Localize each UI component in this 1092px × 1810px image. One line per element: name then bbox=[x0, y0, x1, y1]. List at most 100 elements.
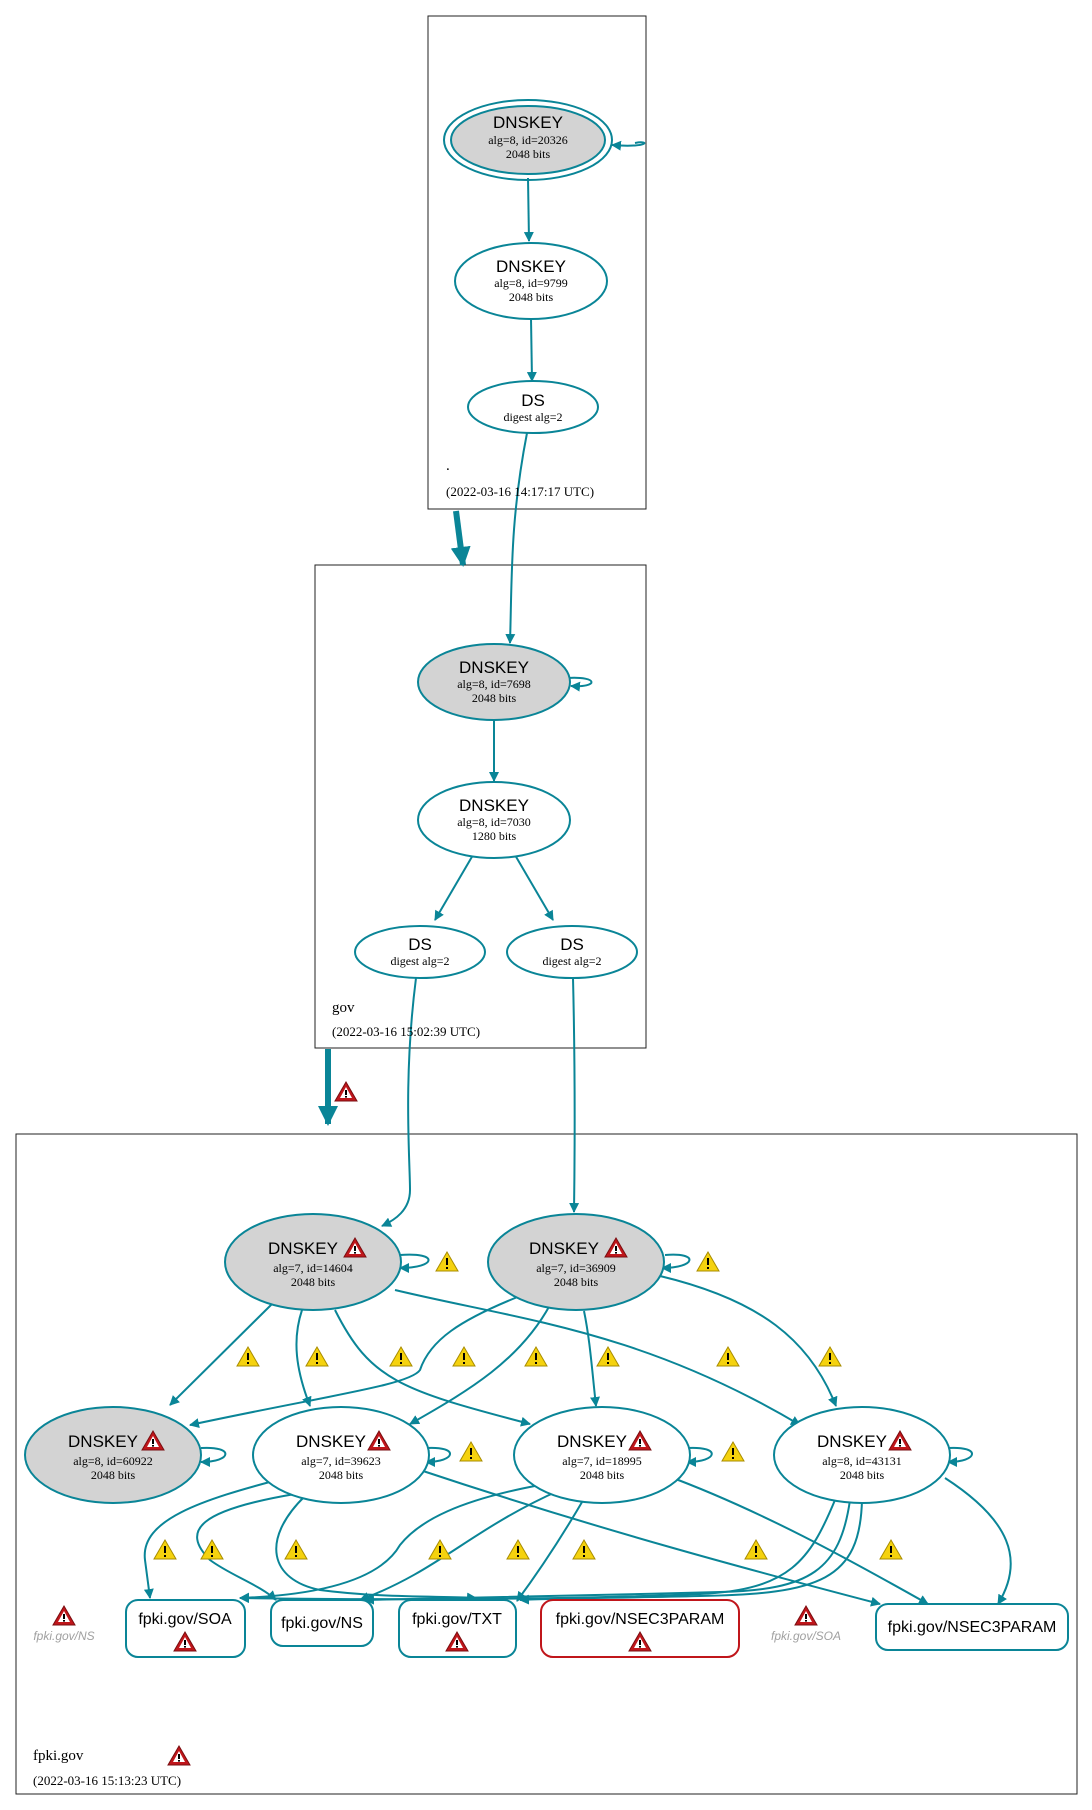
warning-icon[interactable] bbox=[879, 1539, 903, 1560]
warning-icon[interactable] bbox=[435, 1251, 459, 1272]
node-key-size: 2048 bits bbox=[472, 691, 517, 705]
edge-z3-ns bbox=[359, 1489, 561, 1602]
record-ns[interactable]: fpki.gov/NS bbox=[270, 1599, 374, 1647]
warning-icon[interactable] bbox=[744, 1539, 768, 1560]
ghost-soa-error-icon[interactable] bbox=[794, 1605, 818, 1626]
warning-icon[interactable] bbox=[389, 1346, 413, 1367]
node-key-params: alg=8, id=9799 bbox=[494, 276, 568, 290]
node-key-params: alg=7, id=39623 bbox=[301, 1454, 381, 1468]
node-digest: digest alg=2 bbox=[503, 410, 562, 424]
node-key-size: 2048 bits bbox=[509, 290, 554, 304]
warning-icon[interactable] bbox=[200, 1539, 224, 1560]
node-root-zsk[interactable]: DNSKEY alg=8, id=9799 2048 bits bbox=[454, 242, 608, 320]
node-gov-ksk[interactable]: DNSKEY alg=8, id=7698 2048 bits bbox=[417, 643, 571, 721]
edge-z3-nsec3param bbox=[664, 1474, 929, 1605]
record-label: fpki.gov/SOA bbox=[138, 1611, 232, 1628]
node-fpki-zsk-18995[interactable]: DNSKEY alg=7, id=18995 2048 bits bbox=[513, 1406, 691, 1504]
warning-icon[interactable] bbox=[452, 1346, 476, 1367]
warning-icon[interactable] bbox=[305, 1346, 329, 1367]
node-root-ds[interactable]: DS digest alg=2 bbox=[467, 380, 599, 434]
node-fpki-ksk-14604[interactable]: DNSKEY alg=7, id=14604 2048 bits bbox=[224, 1213, 402, 1311]
node-title: DNSKEY bbox=[817, 1432, 887, 1451]
node-title: DS bbox=[408, 935, 432, 954]
node-fpki-ksk-36909[interactable]: DNSKEY alg=7, id=36909 2048 bits bbox=[487, 1213, 665, 1311]
record-nsec3param-error[interactable]: fpki.gov/NSEC3PARAM bbox=[540, 1599, 740, 1658]
edge-fpki-k1-self bbox=[399, 1253, 430, 1273]
warning-icon[interactable] bbox=[459, 1441, 483, 1462]
edge-k2-z2 bbox=[409, 1304, 551, 1425]
edge-gov-zsk-ds1 bbox=[434, 854, 474, 921]
zone-root-name: . bbox=[446, 458, 450, 474]
node-key-params: alg=7, id=36909 bbox=[536, 1261, 616, 1275]
edge-root-ds-gov-ksk bbox=[505, 432, 528, 644]
warning-icon[interactable] bbox=[506, 1539, 530, 1560]
node-fpki-zsk-39623[interactable]: DNSKEY alg=7, id=39623 2048 bits bbox=[252, 1406, 430, 1504]
record-label: fpki.gov/NS bbox=[281, 1615, 363, 1632]
zone-gov-timestamp: (2022-03-16 15:02:39 UTC) bbox=[332, 1024, 480, 1039]
edge-k1-z1 bbox=[169, 1303, 273, 1406]
edge-fpki-z3-self bbox=[686, 1446, 713, 1467]
edge-z3-soa bbox=[239, 1484, 541, 1603]
node-title: DNSKEY bbox=[68, 1432, 138, 1451]
warning-icon[interactable] bbox=[236, 1346, 260, 1367]
edge-k1-z2 bbox=[295, 1309, 312, 1407]
edge-z4-soa bbox=[239, 1499, 836, 1604]
node-key-params: alg=8, id=7030 bbox=[457, 815, 531, 829]
warning-icon[interactable] bbox=[524, 1346, 548, 1367]
delegation-error-icon[interactable] bbox=[334, 1081, 358, 1102]
record-txt[interactable]: fpki.gov/TXT bbox=[398, 1599, 517, 1658]
node-digest: digest alg=2 bbox=[390, 954, 449, 968]
warning-icon[interactable] bbox=[696, 1251, 720, 1272]
node-title: DS bbox=[521, 391, 545, 410]
record-label: fpki.gov/TXT bbox=[412, 1611, 502, 1628]
node-digest: digest alg=2 bbox=[542, 954, 601, 968]
warning-icon[interactable] bbox=[284, 1539, 308, 1560]
node-root-ksk[interactable]: DNSKEY alg=8, id=20326 2048 bits bbox=[443, 99, 613, 181]
warning-icon[interactable] bbox=[818, 1346, 842, 1367]
node-key-params: alg=8, id=20326 bbox=[488, 133, 568, 147]
warning-icon[interactable] bbox=[153, 1539, 177, 1560]
edge-root-zsk-ds bbox=[526, 317, 537, 382]
warning-icon[interactable] bbox=[428, 1539, 452, 1560]
node-gov-ds-2[interactable]: DS digest alg=2 bbox=[506, 925, 638, 979]
node-key-params: alg=7, id=14604 bbox=[273, 1261, 353, 1275]
node-key-size: 2048 bits bbox=[840, 1468, 885, 1482]
zone-fpki-timestamp: (2022-03-16 15:13:23 UTC) bbox=[33, 1773, 181, 1788]
node-gov-ds-1[interactable]: DS digest alg=2 bbox=[354, 925, 486, 979]
edge-fpki-z4-self bbox=[947, 1446, 973, 1467]
edge-k1-z3 bbox=[334, 1309, 531, 1427]
zone-fpki-error-icon[interactable] bbox=[167, 1745, 191, 1766]
edge-k2-z1 bbox=[189, 1295, 521, 1429]
node-key-size: 2048 bits bbox=[291, 1275, 336, 1289]
warning-icon[interactable] bbox=[572, 1539, 596, 1560]
edge-gov-zsk-ds2 bbox=[514, 854, 554, 921]
node-key-size: 2048 bits bbox=[319, 1468, 364, 1482]
zone-gov-box bbox=[314, 564, 647, 1049]
edge-root-ksk-self bbox=[611, 140, 646, 151]
node-gov-zsk[interactable]: DNSKEY alg=8, id=7030 1280 bits bbox=[417, 781, 571, 859]
ghost-ns-error-icon[interactable] bbox=[52, 1605, 76, 1626]
edge-z4-ns bbox=[364, 1499, 851, 1605]
edge-gov-ds2-fpki-k2 bbox=[569, 977, 580, 1213]
node-key-params: alg=8, id=60922 bbox=[73, 1454, 153, 1468]
warning-icon[interactable] bbox=[596, 1346, 620, 1367]
record-nsec3param[interactable]: fpki.gov/NSEC3PARAM bbox=[875, 1603, 1069, 1651]
warning-icon[interactable] bbox=[721, 1441, 745, 1462]
record-soa[interactable]: fpki.gov/SOA bbox=[125, 1599, 246, 1658]
node-title: DNSKEY bbox=[496, 257, 566, 276]
node-fpki-zsk-43131[interactable]: DNSKEY alg=8, id=43131 2048 bits bbox=[773, 1406, 951, 1504]
edge-k2-z3 bbox=[583, 1310, 600, 1407]
zone-fpki-box bbox=[15, 1133, 1078, 1795]
ghost-ns-label: fpki.gov/NS bbox=[33, 1629, 94, 1643]
node-key-params: alg=8, id=43131 bbox=[822, 1454, 902, 1468]
edge-gov-ksk-self bbox=[566, 676, 593, 692]
node-title: DS bbox=[560, 935, 584, 954]
record-label: fpki.gov/NSEC3PARAM bbox=[888, 1619, 1057, 1636]
edge-gov-ds1-fpki-k1 bbox=[381, 977, 417, 1227]
node-fpki-zsk-60922[interactable]: DNSKEY alg=8, id=60922 2048 bits bbox=[24, 1406, 202, 1504]
edge-z3-txt bbox=[516, 1496, 586, 1602]
node-title: DNSKEY bbox=[268, 1239, 338, 1258]
warning-icon[interactable] bbox=[716, 1346, 740, 1367]
zone-root-box bbox=[427, 15, 647, 510]
edge-z2-soa bbox=[143, 1477, 286, 1599]
